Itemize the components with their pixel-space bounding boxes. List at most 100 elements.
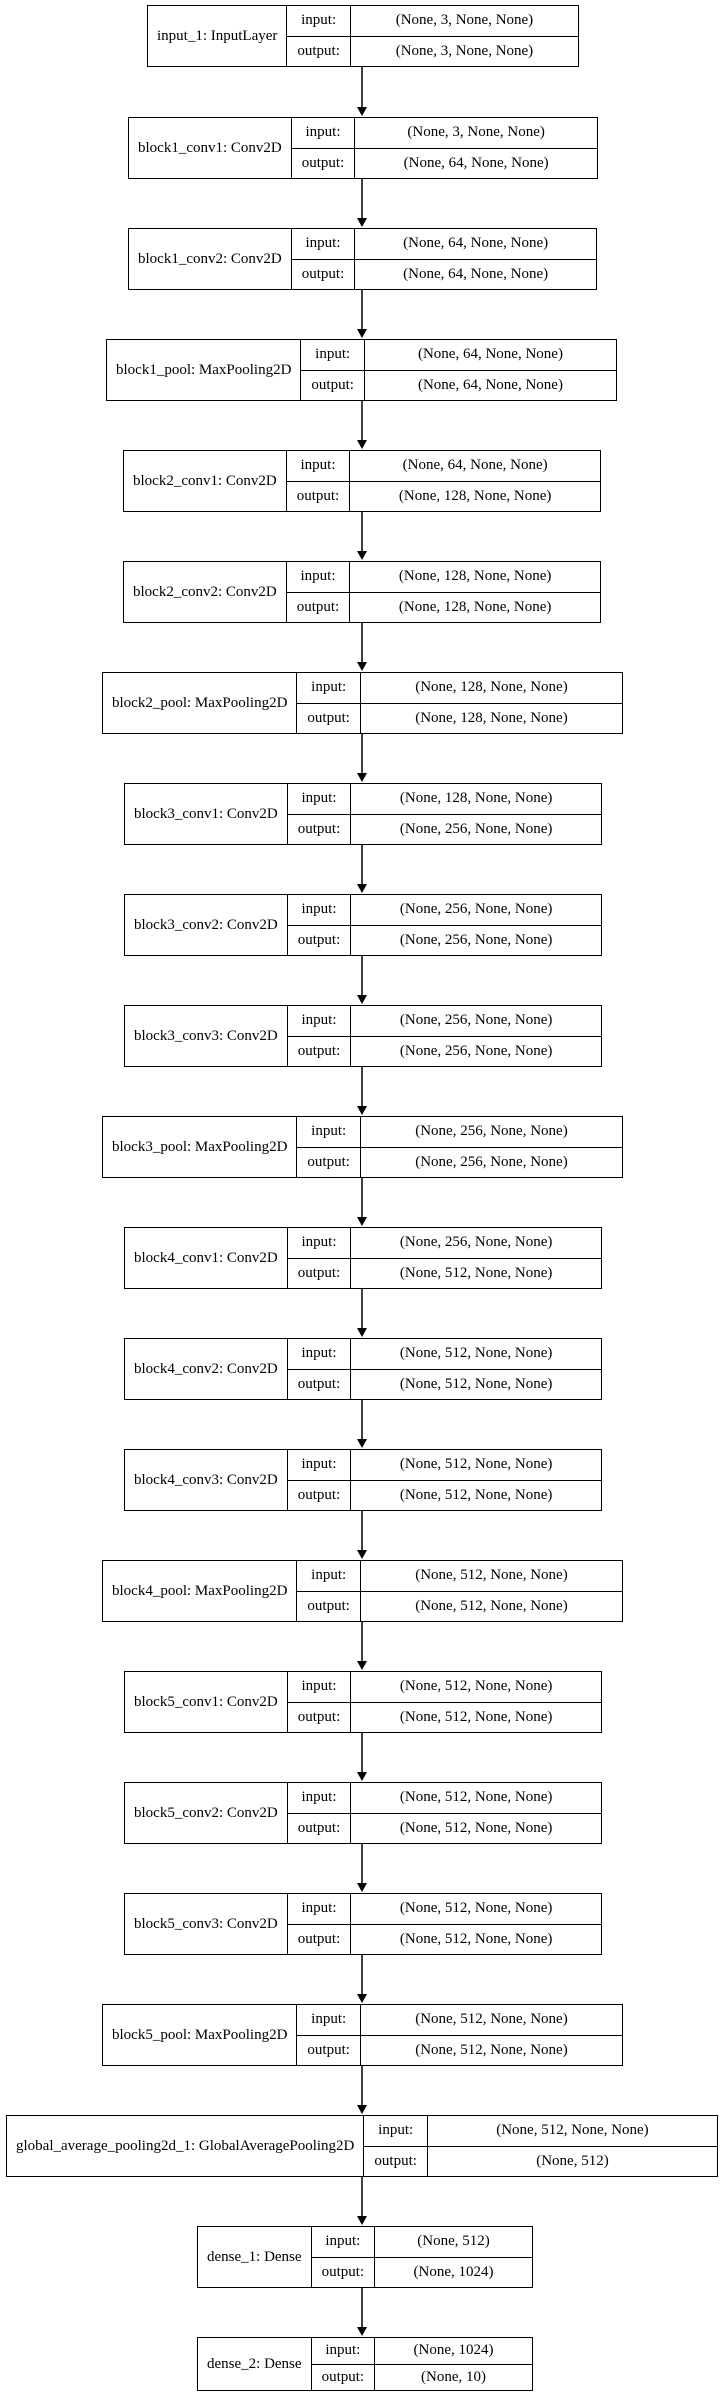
output-shape: (None, 512, None, None) [399,1375,553,1392]
input-port-label: input: [287,784,351,815]
arrowhead-icon [357,662,367,671]
shape-values: (None, 512, None, None)(None, 512, None,… [351,1339,601,1399]
layer-name: dense_1: Dense [198,2227,312,2287]
output-port-label: output: [297,931,341,948]
arrowhead-icon [357,1661,367,1670]
output-shape: (None, 256, None, None) [399,931,553,948]
output-port-label: output: [297,1486,341,1503]
layer-name: block1_conv1: Conv2D [129,118,292,178]
port-labels: input:output: [287,784,352,844]
arrowhead-icon [357,884,367,893]
output-port-label: output: [297,1930,341,1947]
input-port-label: input: [297,1561,360,1592]
input-port-label: input: [297,2005,360,2036]
output-shape: (None, 512) [536,2152,609,2169]
layer-name: block5_conv3: Conv2D [125,1894,288,1954]
shape-values: (None, 512, None, None)(None, 512, None,… [360,2005,622,2065]
layer-name: block1_conv2: Conv2D [129,229,292,289]
input-shape: (None, 64, None, None) [364,340,616,371]
output-shape: (None, 10) [421,2368,487,2385]
layer-node-global-average-pooling2d-1: global_average_pooling2d_1: GlobalAverag… [6,2115,718,2177]
input-port-label: input: [311,2227,375,2258]
shape-values: (None, 64, None, None) (None, 64, None, N… [355,229,596,289]
input-port-label: input: [287,1006,351,1037]
port-labels: input:output: [286,562,351,622]
arrowhead-icon [357,107,367,116]
output-port-label: output: [301,154,345,171]
port-labels: input:output: [311,2227,376,2287]
arrowhead-icon [357,995,367,1004]
port-labels: input:output: [286,451,351,511]
layer-name: block1_pool: MaxPooling2D [107,340,302,400]
shape-values: (None, 128, None, None)(None, 128, None,… [350,562,600,622]
output-port-label: output: [321,2368,365,2385]
port-labels: input:output: [297,1117,361,1177]
input-port-label: input: [287,895,351,926]
input-shape: (None, 512, None, None) [360,2005,622,2036]
shape-values: (None, 256, None, None) (None, 256, None,… [351,895,601,955]
output-shape: (None, 512, None, None) [399,1486,553,1503]
input-shape: (None, 512, None, None) [351,1783,601,1814]
output-shape: (None, 256, None, None) [415,1153,568,1170]
input-shape: (None, 3, None, None) [350,6,578,37]
port-labels: input:output: [287,1228,352,1288]
output-port-label: output: [307,2041,350,2058]
input-port-label: input: [291,229,355,260]
port-labels: input:output: [364,2116,428,2176]
layer-name: block2_pool: MaxPooling2D [103,673,298,733]
output-shape: (None, 64, None, None) [417,376,563,393]
output-port-label: output: [296,598,340,615]
output-shape: (None, 64, None, None) [403,265,549,282]
layer-name: global_average_pooling2d_1: GlobalAverag… [7,2116,365,2176]
input-shape: (None, 64, None, None) [355,229,596,260]
shape-values: (None, 512, None, None)(None, 512) [427,2116,717,2176]
port-labels: input: output: [291,118,356,178]
shape-values: (None, 64, None, None)(None, 128, None, … [350,451,600,511]
input-port-label: input: [287,1339,351,1370]
input-port-label: input: [291,118,355,149]
arrowhead-icon [357,2216,367,2225]
layer-name: block5_pool: MaxPooling2D [103,2005,298,2065]
output-shape: (None, 512, None, None) [415,1597,568,1614]
input-shape: (None, 512, None, None) [351,1672,601,1703]
output-shape: (None, 64, None, None) [403,154,549,171]
port-labels: input:output: [287,1006,352,1066]
layer-name: block5_conv2: Conv2D [125,1783,288,1843]
output-shape: (None, 128, None, None) [415,709,568,726]
output-shape: (None, 1024) [413,2263,494,2280]
port-labels: input:output: [287,1783,352,1843]
layer-name: block2_conv1: Conv2D [124,451,287,511]
layer-name: block4_pool: MaxPooling2D [103,1561,298,1621]
input-shape: (None, 64, None, None) [350,451,600,482]
layer-name: block4_conv1: Conv2D [125,1228,288,1288]
arrowhead-icon [357,2105,367,2114]
port-labels: input:output: [297,673,361,733]
output-port-label: output: [374,2152,417,2169]
input-shape: (None, 128, None, None) [350,562,600,593]
input-shape: (None, 256, None, None) [351,895,601,926]
input-port-label: input: [301,340,364,371]
output-port-label: output: [301,265,345,282]
port-labels: input:output: [287,6,351,66]
shape-values: (None, 64, None, None) (None, 64, None, N… [364,340,616,400]
shape-values: (None, 512)(None, 1024) [375,2227,532,2287]
input-port-label: input: [311,2338,375,2365]
port-labels: input: output: [291,229,356,289]
output-shape: (None, 512, None, None) [399,1708,553,1725]
arrowhead-icon [357,773,367,782]
